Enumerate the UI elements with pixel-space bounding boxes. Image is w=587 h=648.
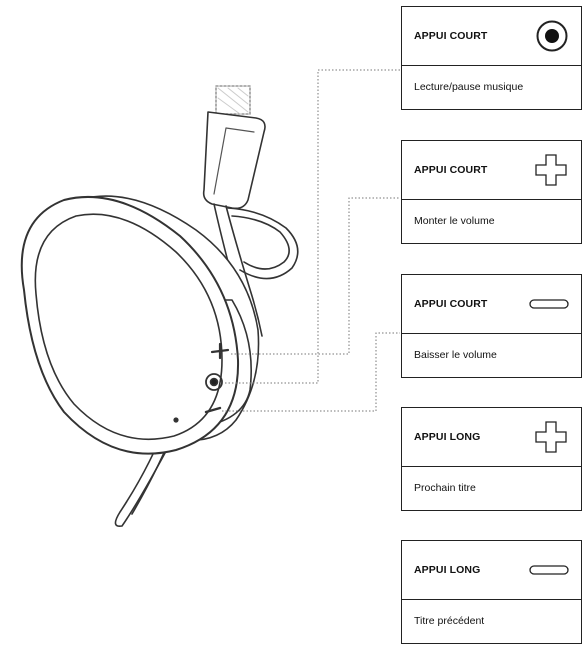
headband-stub (215, 85, 251, 115)
volume-down-button (204, 406, 222, 414)
volume-up-button (210, 342, 230, 360)
callout-card-volume-down: APPUI COURT Baisser le volume (401, 274, 582, 378)
function-label: Monter le volume (414, 215, 495, 227)
callout-card-volume-up: APPUI COURT Monter le volume (401, 140, 582, 244)
function-label: Prochain titre (414, 482, 476, 494)
leader-line-volume-up (231, 197, 400, 355)
press-type-label: APPUI LONG (414, 431, 481, 443)
leader-line-volume-down (222, 332, 400, 412)
function-label: Baisser le volume (414, 349, 497, 361)
plus-icon (535, 154, 567, 186)
leader-line-play-pause (225, 69, 400, 384)
headphone-illustration (20, 69, 400, 528)
play-pause-circle-icon (536, 20, 568, 52)
function-label: Titre précédent (414, 615, 485, 627)
callout-card-play-pause: APPUI COURT Lecture/pause musique (401, 6, 582, 110)
press-type-label: APPUI LONG (414, 564, 481, 576)
yoke-arm-lower (114, 419, 173, 528)
callout-card-header: APPUI COURT (402, 275, 581, 334)
press-type-label: APPUI COURT (414, 30, 488, 42)
function-label: Lecture/pause musique (414, 81, 524, 93)
callout-card-header: APPUI COURT (402, 141, 581, 200)
press-type-label: APPUI COURT (414, 298, 488, 310)
press-type-label: APPUI COURT (414, 164, 488, 176)
minus-icon (529, 565, 569, 575)
callout-card-previous-track: APPUI LONG Titre précédent (401, 540, 582, 644)
callout-card-header: APPUI LONG (402, 408, 581, 467)
callout-card-header: APPUI LONG (402, 541, 581, 600)
yoke-loop (227, 207, 299, 280)
play-pause-button (205, 373, 223, 391)
headband-slider (202, 111, 266, 210)
plus-icon (535, 421, 567, 453)
callout-card-header: APPUI COURT (402, 7, 581, 66)
minus-icon (529, 299, 569, 309)
callout-card-next-track: APPUI LONG Prochain titre (401, 407, 582, 511)
